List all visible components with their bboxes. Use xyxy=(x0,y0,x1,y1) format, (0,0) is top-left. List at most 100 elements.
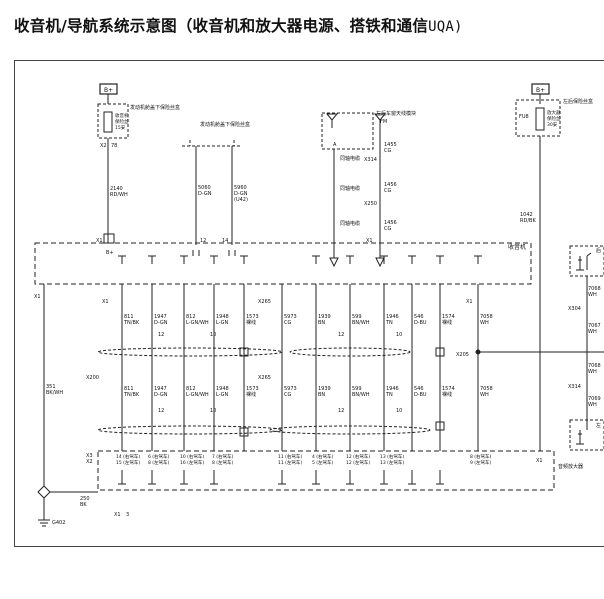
amp-fuse-box xyxy=(515,99,561,137)
svg-text:12: 12 xyxy=(338,408,344,414)
svg-text:1574: 1574 xyxy=(442,314,455,320)
svg-text:CG: CG xyxy=(284,392,291,398)
svg-text:D-BU: D-BU xyxy=(414,392,427,398)
wire-note-5960: (U42) xyxy=(234,197,248,203)
svg-text:WH: WH xyxy=(480,320,489,326)
amp-pin-labels: 14 (右驾车)15 (左驾车) 6 (右驾车)8 (左驾车) 10 (右驾车)… xyxy=(116,453,492,466)
drain-2 xyxy=(435,347,445,357)
antenna-fm: FM xyxy=(380,119,387,125)
wire-color-7069: WH xyxy=(588,402,597,408)
left-speaker-label: 左 xyxy=(596,422,601,429)
connector-x1-c: X1 xyxy=(34,294,41,300)
wire-circuit-7067: 7067 xyxy=(588,323,601,329)
connector-x304: X304 xyxy=(568,306,581,312)
connector-x200: X200 xyxy=(86,375,99,381)
svg-text:L-GN/WH: L-GN/WH xyxy=(186,392,209,398)
svg-text:TN/BK: TN/BK xyxy=(123,392,140,398)
svg-text:11 (左驾车): 11 (左驾车) xyxy=(278,459,302,466)
connector-x1-b: X1 xyxy=(366,238,373,244)
svg-text:1947: 1947 xyxy=(154,386,167,392)
svg-text:11 (右驾车): 11 (右驾车) xyxy=(278,453,302,460)
antenna-am: A xyxy=(333,142,337,148)
bplus-left: B+ xyxy=(104,87,113,94)
twist-pair-4 xyxy=(269,425,431,435)
radio-fuse-l2: 保险丝 xyxy=(115,118,129,125)
svg-text:裸线: 裸线 xyxy=(246,319,256,326)
svg-text:7058: 7058 xyxy=(480,386,493,392)
svg-text:13 (左驾车): 13 (左驾车) xyxy=(380,459,404,466)
svg-text:TN: TN xyxy=(385,392,393,398)
svg-text:BN: BN xyxy=(318,392,325,398)
engine-fuse2-label: 发动机舱盖下保险丝盒 xyxy=(200,121,250,128)
wire-circuit-2140: 2140 xyxy=(110,186,123,192)
svg-text:L-GN: L-GN xyxy=(216,392,229,398)
amp-label: 音频放大器 xyxy=(558,463,583,470)
svg-text:1574: 1574 xyxy=(442,386,455,392)
twist-pair-1 xyxy=(97,347,283,357)
wire-color-7067: WH xyxy=(588,329,597,335)
wire-circuit-351: 351 xyxy=(46,384,56,390)
connector-pin-block xyxy=(103,233,115,244)
svg-text:5973: 5973 xyxy=(284,314,297,320)
svg-text:10: 10 xyxy=(396,332,402,338)
connector-x1-a: X1 xyxy=(96,238,103,244)
svg-text:8 (左驾车): 8 (左驾车) xyxy=(212,459,234,466)
engine-fuse-label: 发动机舱盖下保险丝盒 xyxy=(130,104,180,111)
connector-x2b: X2 xyxy=(86,459,93,465)
twist-pair-2 xyxy=(289,347,411,357)
wire-color-5960: D-GN xyxy=(234,191,248,197)
svg-text:12: 12 xyxy=(338,332,344,338)
svg-text:10: 10 xyxy=(210,332,216,338)
svg-text:7058: 7058 xyxy=(480,314,493,320)
svg-text:9 (左驾车): 9 (左驾车) xyxy=(470,459,492,466)
coax-label-1: 同轴电缆 xyxy=(340,155,360,162)
ground-g402: G402 xyxy=(52,520,65,526)
connector-x265: X265 xyxy=(258,299,271,305)
svg-text:13 (右驾车): 13 (右驾车) xyxy=(380,453,404,460)
page-title: 收音机/导航系统示意图（收音机和放大器电源、搭铁和通信UQA) xyxy=(14,17,463,35)
svg-text:811: 811 xyxy=(124,386,134,392)
wire-circuit-7068b: 7068 xyxy=(588,363,601,369)
rear-speaker-label: 后 xyxy=(596,247,601,254)
wire-circuit-7069: 7069 xyxy=(588,396,601,402)
amp-fuse-l1: 放大器 xyxy=(547,109,561,116)
svg-text:1946: 1946 xyxy=(386,386,399,392)
svg-text:1946: 1946 xyxy=(386,314,399,320)
connector-x205: X205 xyxy=(456,352,469,358)
svg-text:6 (右驾车): 6 (右驾车) xyxy=(148,453,170,460)
svg-text:5973: 5973 xyxy=(284,386,297,392)
drain-1 xyxy=(239,347,249,357)
coax-label-2: 同轴电缆 xyxy=(340,185,360,192)
drain-3 xyxy=(239,427,249,437)
amp-terminals xyxy=(118,470,444,485)
svg-text:CG: CG xyxy=(284,320,291,326)
wire-color-250: BK xyxy=(80,502,87,508)
svg-text:裸线: 裸线 xyxy=(442,319,452,326)
svg-text:1573: 1573 xyxy=(246,386,259,392)
svg-text:裸线: 裸线 xyxy=(246,391,256,398)
drain-4 xyxy=(435,421,445,431)
svg-text:811: 811 xyxy=(124,314,134,320)
svg-text:599: 599 xyxy=(352,386,362,392)
pin-3: 3 xyxy=(126,512,129,518)
svg-text:TN/BK: TN/BK xyxy=(123,320,140,326)
amp-fuse xyxy=(535,107,545,131)
wire-circuit-250: 250 xyxy=(80,496,90,502)
svg-text:10: 10 xyxy=(210,408,216,414)
svg-text:14 (右驾车): 14 (右驾车) xyxy=(116,453,140,460)
top-terminals xyxy=(118,255,482,264)
svg-text:8 (右驾车): 8 (右驾车) xyxy=(470,453,492,460)
svg-text:599: 599 xyxy=(352,314,362,320)
svg-text:4 (右驾车): 4 (右驾车) xyxy=(312,453,334,460)
fuse-fu8: FU8 xyxy=(519,114,529,120)
amp-box xyxy=(97,450,555,491)
twist-pair-3 xyxy=(97,425,283,435)
svg-text:1947: 1947 xyxy=(154,314,167,320)
radio-fuse-l3: 15安 xyxy=(115,124,126,131)
coax-label-3: 同轴电缆 xyxy=(340,220,360,227)
svg-text:TN: TN xyxy=(385,320,393,326)
svg-text:546: 546 xyxy=(414,386,424,392)
wire-circuit-5060: 5060 xyxy=(198,185,211,191)
antenna-module-label: 左后车窗天线模块 xyxy=(376,110,416,117)
